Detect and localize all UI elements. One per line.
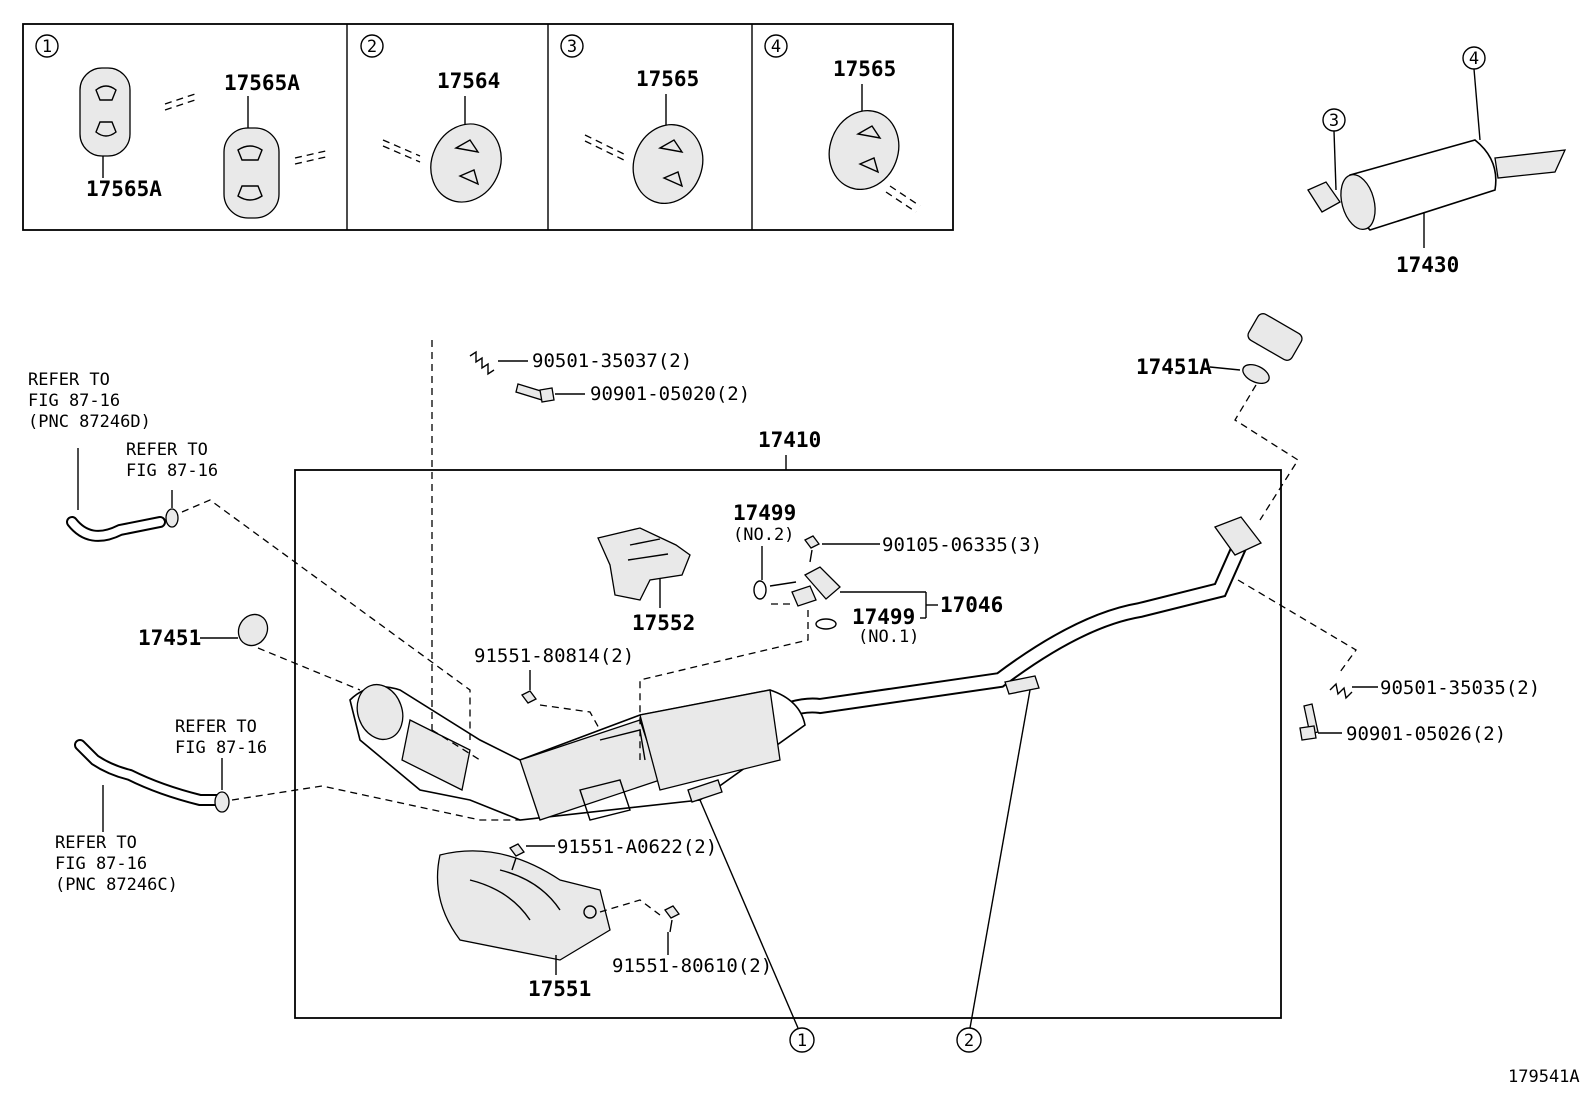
part-label-17565A-lower: 17565A <box>86 177 162 201</box>
bolt-icon <box>664 905 680 933</box>
bolt-icon <box>515 383 555 403</box>
part-note-no2: (NO.2) <box>733 525 794 545</box>
diagram-id: 179541A <box>1508 1067 1580 1087</box>
part-label-90901-05020: 90901-05020(2) <box>590 383 750 405</box>
bolt-icon <box>1299 703 1319 741</box>
part-label-17552: 17552 <box>632 611 695 635</box>
main-assembly-17410: 17410 17552 17551 <box>294 428 1282 1019</box>
inset-panel-4: 4 17565 <box>764 34 921 213</box>
gasket-17451-icon <box>237 613 269 647</box>
part-label-17551: 17551 <box>528 977 591 1001</box>
ref-text-3-line2: FIG 87-16 <box>175 738 267 758</box>
part-label-17046: 17046 <box>940 593 1003 617</box>
right-side-parts: 90501-35035(2) 90901-05026(2) <box>1237 579 1540 745</box>
marker-circle <box>360 34 384 58</box>
rubber-hanger-icon <box>79 67 131 157</box>
clamp-icon <box>165 508 179 528</box>
part-label-17451A: 17451A <box>1136 355 1212 379</box>
ref-text-1-line1: REFER TO <box>28 370 110 390</box>
part-label-17499-no1: 17499 <box>852 605 915 629</box>
ref-text-4-line3: (PNC 87246C) <box>55 875 178 895</box>
spring-icon <box>1329 682 1353 700</box>
heat-insulator-17552: 17552 <box>597 527 695 635</box>
gasket-no1-icon <box>815 618 837 630</box>
panel-marker: 3 <box>567 37 577 57</box>
ref-text-4-line1: REFER TO <box>55 833 137 853</box>
panel-marker: 4 <box>771 37 781 57</box>
marker-circle <box>764 34 788 58</box>
part-label-90501-35037: 90501-35037(2) <box>532 350 692 372</box>
inset-panels: 1 17565A 17565A 2 17564 <box>22 23 954 231</box>
ref-text-1-line3: (PNC 87246D) <box>28 412 151 432</box>
hanger-bracket-icon <box>687 779 723 803</box>
part-label-17430: 17430 <box>1396 253 1459 277</box>
part-label-17565-panel4: 17565 <box>833 57 896 81</box>
bolt-icon <box>804 535 820 563</box>
inset-panel-1: 1 17565A 17565A <box>35 34 331 219</box>
panel-marker: 1 <box>42 37 52 57</box>
panel-marker: 2 <box>367 37 377 57</box>
bolt-icon <box>521 690 537 704</box>
part-label-17565A-upper: 17565A <box>224 71 300 95</box>
catalytic-converter <box>349 683 806 821</box>
part-label-91551-80610: 91551-80610(2) <box>612 955 772 977</box>
part-label-91551-A0622: 91551-A0622(2) <box>557 836 717 858</box>
bottom-callouts: 1 2 <box>699 689 1031 1053</box>
tail-muffler-assembly: 3 4 17430 17451A <box>1136 46 1567 521</box>
assembly-frame <box>294 469 1282 1019</box>
part-label-17499-no2: 17499 <box>733 501 796 525</box>
part-note-no1: (NO.1) <box>858 627 919 647</box>
part-label-90105-06335: 90105-06335(3) <box>882 534 1042 556</box>
inset-panel-2: 2 17564 <box>360 34 502 203</box>
callout-marker-4: 4 <box>1469 49 1479 69</box>
part-label-90501-35035: 90501-35035(2) <box>1380 677 1540 699</box>
oxygen-sensor-17046: 17046 17499 (NO.1) 17499 (NO.2) <box>639 501 1003 760</box>
part-label-17565-panel3: 17565 <box>636 67 699 91</box>
callout-marker-1: 1 <box>797 1031 807 1051</box>
ref-text-1-line2: FIG 87-16 <box>28 391 120 411</box>
ref-text-2-line1: REFER TO <box>126 440 208 460</box>
spring-icon <box>469 350 495 376</box>
rubber-hanger-icon <box>632 124 704 204</box>
part-label-17564: 17564 <box>437 69 500 93</box>
clamp-icon <box>214 791 230 813</box>
pipe-flange <box>1213 516 1263 556</box>
part-label-90901-05026: 90901-05026(2) <box>1346 723 1506 745</box>
ref-text-3-line1: REFER TO <box>175 717 257 737</box>
hanger-bracket-icon <box>1004 675 1040 695</box>
muffler-body <box>1340 139 1567 231</box>
part-label-91551-80814: 91551-80814(2) <box>474 645 634 667</box>
gasket-no2-icon <box>753 580 767 600</box>
callout-marker-2: 2 <box>964 1031 974 1051</box>
inset-frame <box>22 23 954 231</box>
heat-insulator-17551: 17551 <box>436 850 611 1001</box>
rubber-hanger-icon <box>828 110 900 190</box>
gasket-icon <box>1242 363 1270 385</box>
marker-circle <box>560 34 584 58</box>
bolt-icon <box>509 843 525 871</box>
ref-text-2-line2: FIG 87-16 <box>126 461 218 481</box>
rubber-hanger-icon <box>430 123 502 203</box>
part-label-17451: 17451 <box>138 626 201 650</box>
part-label-17410: 17410 <box>758 428 821 452</box>
marker-circle <box>35 34 59 58</box>
ref-text-4-line2: FIG 87-16 <box>55 854 147 874</box>
rubber-hanger-icon <box>223 127 280 219</box>
left-side-parts: 90501-35037(2) 90901-05020(2) 17451 REFE… <box>28 340 750 895</box>
inset-panel-3: 3 17565 <box>560 34 704 204</box>
callout-marker-3: 3 <box>1329 111 1339 131</box>
